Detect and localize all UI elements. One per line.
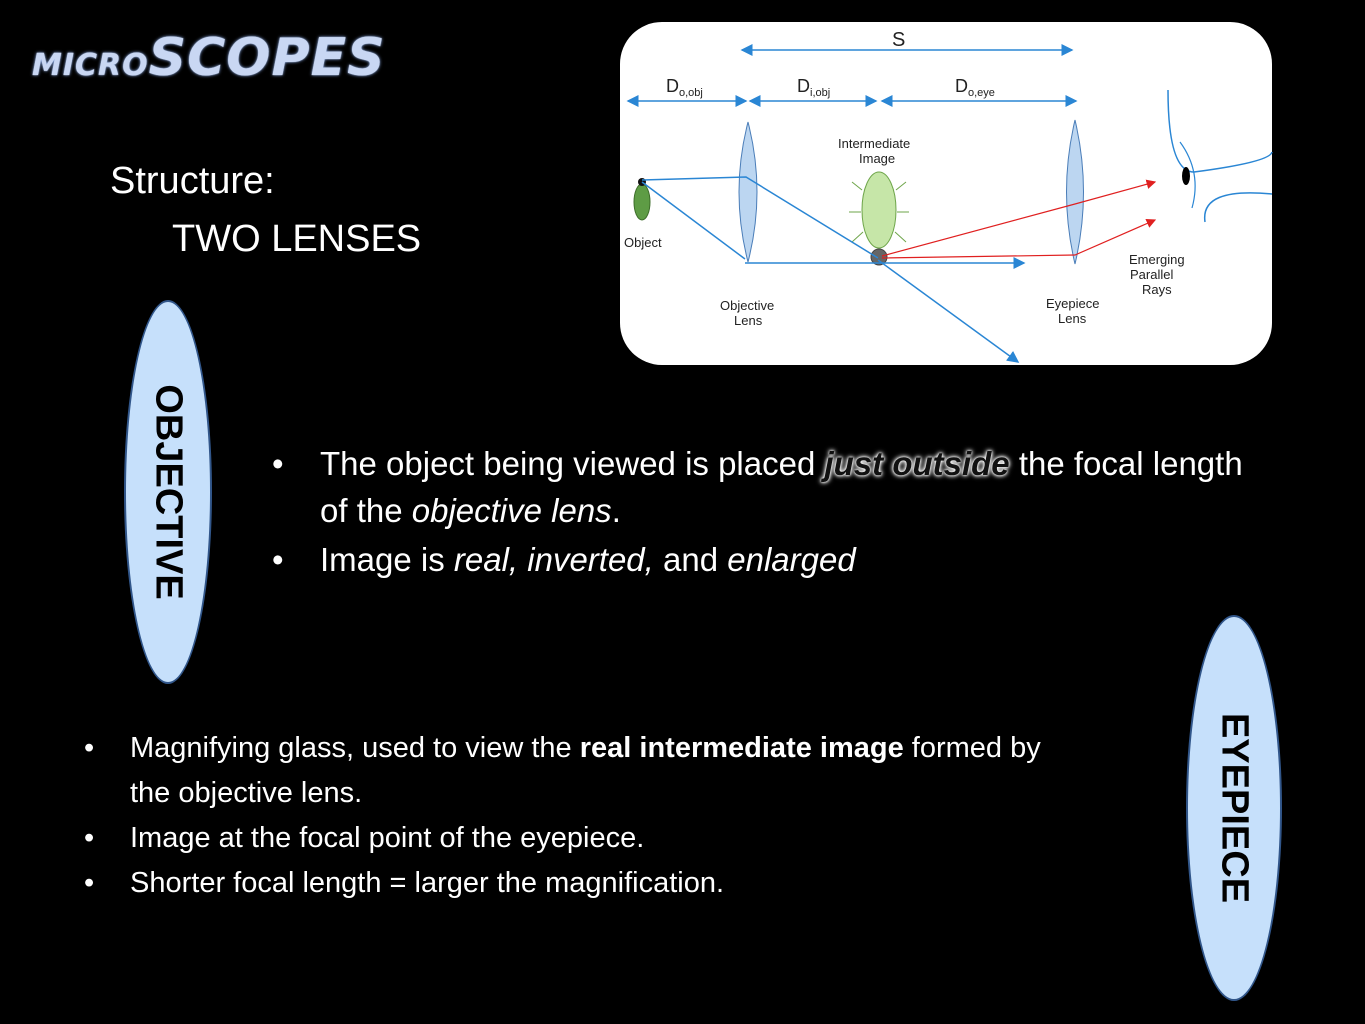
s-label: S — [892, 29, 905, 51]
slide-title: MICROSCOPES — [32, 28, 386, 88]
object-label: Object — [624, 235, 662, 250]
objective-oval: OBJECTIVE — [124, 300, 212, 684]
structure-label: Structure: — [110, 160, 275, 202]
objective-label-2: Lens — [734, 313, 763, 328]
objective-label-1: Objective — [720, 298, 774, 313]
intermediate-image — [849, 171, 909, 266]
objective-bullet-2: Image is real, inverted, and enlarged — [272, 536, 1250, 583]
eyepiece-bullet-3: Shorter focal length = larger the magnif… — [84, 861, 1070, 906]
eye-icon — [1167, 89, 1273, 223]
d-i-obj-label: Di,obj — [797, 76, 830, 99]
ray-through-focus — [641, 181, 746, 260]
eyepiece-bullets: Magnifying glass, used to view the real … — [84, 726, 1070, 906]
eyepiece-oval-label: EYEPIECE — [1213, 712, 1256, 904]
objective-lens-shape — [738, 121, 758, 263]
emerging-label-2: Parallel — [1130, 267, 1173, 282]
emerging-label-1: Emerging — [1129, 252, 1185, 267]
eyepiece-label-1: Eyepiece — [1046, 296, 1099, 311]
microscope-diagram: S Do,obj Di,obj Do,eye — [620, 22, 1273, 365]
eyepiece-bullet-1: Magnifying glass, used to view the real … — [84, 726, 1070, 816]
title-main: SCOPES — [148, 28, 386, 88]
diagram-svg: S Do,obj Di,obj Do,eye — [624, 29, 1273, 363]
structure-value: TWO LENSES — [172, 218, 422, 260]
eyepiece-bullet-2: Image at the focal point of the eyepiece… — [84, 816, 1070, 861]
structure-heading: Structure: TWO LENSES — [110, 158, 421, 262]
intermediate-label-2: Image — [859, 151, 895, 166]
ray-red-lower — [881, 218, 1157, 259]
objective-oval-label: OBJECTIVE — [147, 384, 190, 600]
objective-bullets: The object being viewed is placed just o… — [272, 440, 1250, 583]
title-prefix: MICRO — [32, 48, 149, 83]
d-o-obj-label: Do,obj — [666, 76, 703, 99]
ray-red-upper — [881, 179, 1157, 257]
object-specimen — [633, 183, 651, 221]
intermediate-label-1: Intermediate — [838, 136, 910, 151]
emerging-label-3: Rays — [1142, 282, 1172, 297]
eyepiece-label-2: Lens — [1058, 311, 1087, 326]
eyepiece-lens-shape — [1066, 119, 1084, 265]
ray-parallel — [641, 176, 879, 259]
ray-diverging — [877, 259, 1020, 363]
eyepiece-oval: EYEPIECE — [1186, 615, 1282, 1001]
objective-bullet-1: The object being viewed is placed just o… — [272, 440, 1250, 534]
d-o-eye-label: Do,eye — [955, 76, 995, 99]
